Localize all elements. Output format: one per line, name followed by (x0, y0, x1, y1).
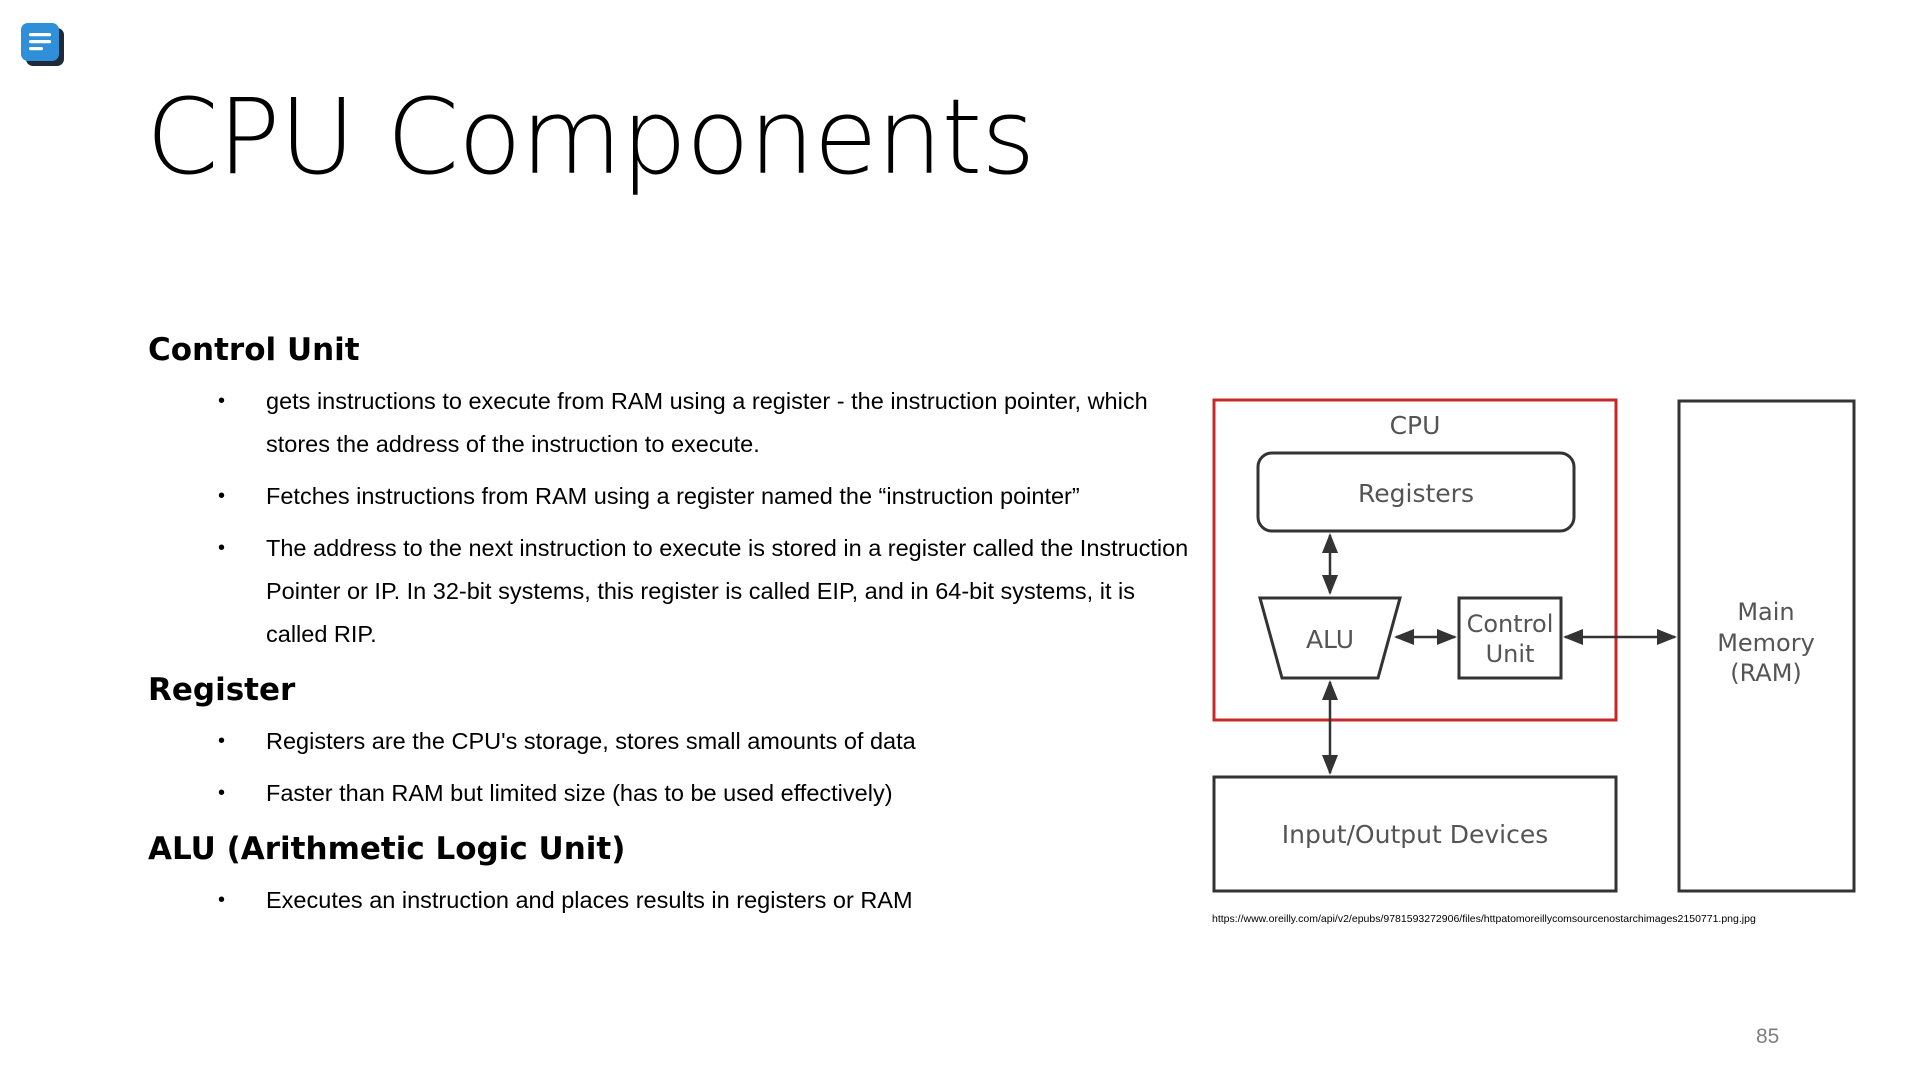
slide-content: Control Unit gets instructions to execut… (148, 330, 1198, 936)
cpu-label: CPU (1390, 411, 1441, 440)
control-unit-box (1457, 596, 1563, 680)
control-unit-label-line2: Unit (1486, 640, 1535, 668)
control-unit-heading: Control Unit (148, 332, 360, 368)
io-devices-label: Input/Output Devices (1282, 820, 1548, 849)
slide-title: CPU Components (146, 76, 1035, 198)
bullet-item: gets instructions to execute from RAM us… (148, 380, 1198, 466)
main-memory-label-line2: Memory (1717, 629, 1815, 657)
alu-bullets: Executes an instruction and places resul… (148, 879, 1198, 922)
bullet-item: Faster than RAM but limited size (has to… (148, 772, 1198, 815)
main-memory-label-line1: Main (1737, 598, 1794, 626)
control-unit-label-line1: Control (1467, 610, 1554, 638)
image-source-link[interactable]: https://www.oreilly.com/api/v2/epubs/978… (1212, 913, 1756, 925)
main-memory-label-line3: (RAM) (1730, 659, 1802, 687)
registers-label: Registers (1358, 479, 1474, 508)
register-heading: Register (148, 672, 296, 708)
registers-box (1256, 451, 1576, 533)
alu-label: ALU (1306, 625, 1354, 654)
document-list-icon[interactable] (20, 22, 66, 68)
bullet-item: Registers are the CPU's storage, stores … (148, 720, 1198, 763)
main-memory-box (1677, 399, 1856, 893)
bullet-item: Executes an instruction and places resul… (148, 879, 1198, 922)
cpu-box (1212, 398, 1618, 722)
bullet-item: Fetches instructions from RAM using a re… (148, 475, 1198, 518)
io-devices-box (1212, 775, 1618, 893)
cpu-diagram: CPU Registers ALU Control Unit Main Memo… (1200, 390, 1860, 900)
register-bullets: Registers are the CPU's storage, stores … (148, 720, 1198, 815)
page-number: 85 (1756, 1025, 1780, 1048)
control-unit-bullets: gets instructions to execute from RAM us… (148, 380, 1198, 656)
bullet-item: The address to the next instruction to e… (148, 527, 1198, 656)
alu-heading: ALU (Arithmetic Logic Unit) (148, 831, 626, 867)
alu-shape (1258, 596, 1402, 680)
